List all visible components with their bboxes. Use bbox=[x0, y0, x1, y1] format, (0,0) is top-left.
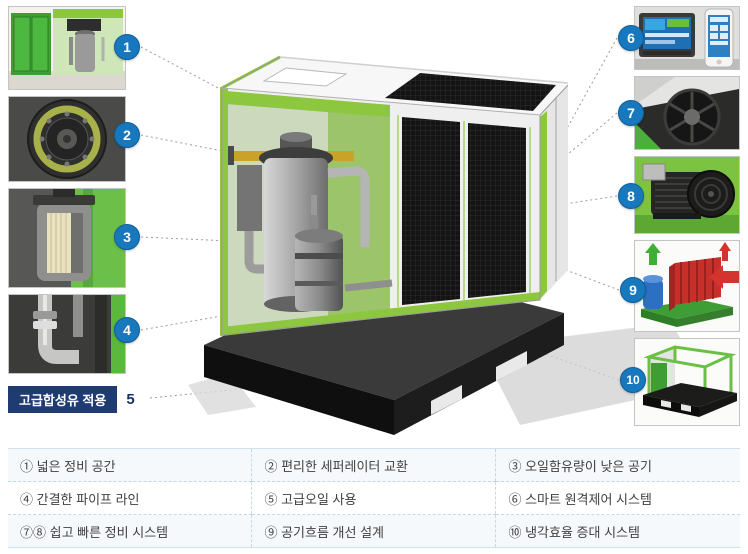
separator-tank bbox=[259, 132, 333, 312]
connector-line-2 bbox=[140, 134, 269, 161]
thumbnail-9 bbox=[634, 240, 740, 332]
table-row: ④ 간결한 파이프 라인 ⑤ 고급오일 사용 ⑥ 스마트 원격제어 시스템 bbox=[8, 481, 740, 515]
base-skid bbox=[204, 265, 564, 435]
callout-badge-10: 10 bbox=[620, 367, 646, 393]
thumbnail-7 bbox=[634, 76, 740, 150]
feature-cell-1: ① 넓은 정비 공간 bbox=[8, 448, 252, 482]
oil-label-text: 고급합성유 적용 bbox=[8, 386, 118, 413]
thumbnail-10 bbox=[634, 338, 740, 426]
front-frame bbox=[222, 88, 540, 335]
connector-line-9 bbox=[546, 262, 620, 291]
open-interior bbox=[226, 91, 390, 332]
thumbnail-8 bbox=[634, 156, 740, 234]
base-frame-icon bbox=[635, 339, 739, 425]
table-row: ⑦⑧ 쉽고 빠른 정비 시스템 ⑨ 공기흐름 개선 설계 ⑩ 냉각효율 증대 시… bbox=[8, 514, 740, 548]
thumbnail-6 bbox=[634, 6, 740, 70]
feature-cell-2: ② 편리한 세퍼레이터 교환 bbox=[251, 448, 496, 482]
thumbnail-2 bbox=[8, 96, 126, 182]
motor-icon bbox=[635, 157, 739, 233]
feature-cell-9: ⑨ 공기흐름 개선 설계 bbox=[251, 514, 496, 548]
right-side-panel bbox=[540, 85, 568, 300]
callout-badge-6: 6 bbox=[618, 25, 644, 51]
feature-cell-3: ③ 오일함유량이 낮은 공기 bbox=[495, 448, 740, 482]
callout-badge-1: 1 bbox=[114, 34, 140, 60]
thumbnail-1 bbox=[8, 6, 126, 90]
thumbnail-4 bbox=[8, 294, 126, 374]
cooling-fan-icon bbox=[635, 77, 739, 149]
separator-top-view-icon bbox=[9, 97, 125, 181]
connector-line-3 bbox=[140, 236, 253, 243]
green-frame-edges bbox=[220, 87, 540, 336]
callout-badge-4: 4 bbox=[114, 317, 140, 343]
connector-line-4 bbox=[140, 302, 297, 331]
callout-number-5: 5 bbox=[126, 391, 135, 408]
oil-label-callout: 고급합성유 적용 5 bbox=[8, 386, 135, 413]
feature-cell-7-8: ⑦⑧ 쉽고 빠른 정비 시스템 bbox=[8, 514, 252, 548]
table-row: ① 넓은 정비 공간 ② 편리한 세퍼레이터 교환 ③ 오일함유량이 낮은 공기 bbox=[8, 448, 740, 482]
top-grille bbox=[221, 55, 569, 115]
oil-vessel bbox=[295, 195, 343, 311]
features-table: ① 넓은 정비 공간 ② 편리한 세퍼레이터 교환 ③ 오일함유량이 낮은 공기… bbox=[8, 448, 740, 548]
callout-badge-8: 8 bbox=[618, 183, 644, 209]
maintenance-space-icon bbox=[9, 7, 125, 89]
connector-line-8 bbox=[544, 195, 618, 208]
feature-cell-10: ⑩ 냉각효율 증대 시스템 bbox=[495, 514, 740, 548]
cooler-airflow-icon bbox=[635, 241, 739, 331]
connector-line-10 bbox=[499, 337, 620, 381]
connector-line-6 bbox=[555, 37, 618, 149]
callout-badge-2: 2 bbox=[114, 122, 140, 148]
left-pipe bbox=[244, 231, 278, 274]
thumbnail-3 bbox=[8, 188, 126, 288]
pipe-line bbox=[327, 166, 393, 292]
pipe-line-icon bbox=[9, 295, 125, 373]
intake-duct bbox=[237, 165, 262, 231]
connector-line-5 bbox=[149, 379, 333, 399]
feature-cell-6: ⑥ 스마트 원격제어 시스템 bbox=[495, 481, 740, 515]
mesh-door-panels bbox=[397, 115, 531, 307]
feature-cell-4: ④ 간결한 파이프 라인 bbox=[8, 481, 252, 515]
separator-element-icon bbox=[9, 189, 125, 287]
connector-line-7 bbox=[548, 112, 618, 171]
feature-cell-5: ⑤ 고급오일 사용 bbox=[251, 481, 496, 515]
callout-badge-7: 7 bbox=[618, 100, 644, 126]
connector-line-1 bbox=[140, 46, 238, 99]
remote-control-panel-icon bbox=[635, 7, 739, 69]
oil-manifold bbox=[220, 146, 354, 165]
callout-badge-3: 3 bbox=[114, 224, 140, 250]
callout-badge-9: 9 bbox=[620, 277, 646, 303]
